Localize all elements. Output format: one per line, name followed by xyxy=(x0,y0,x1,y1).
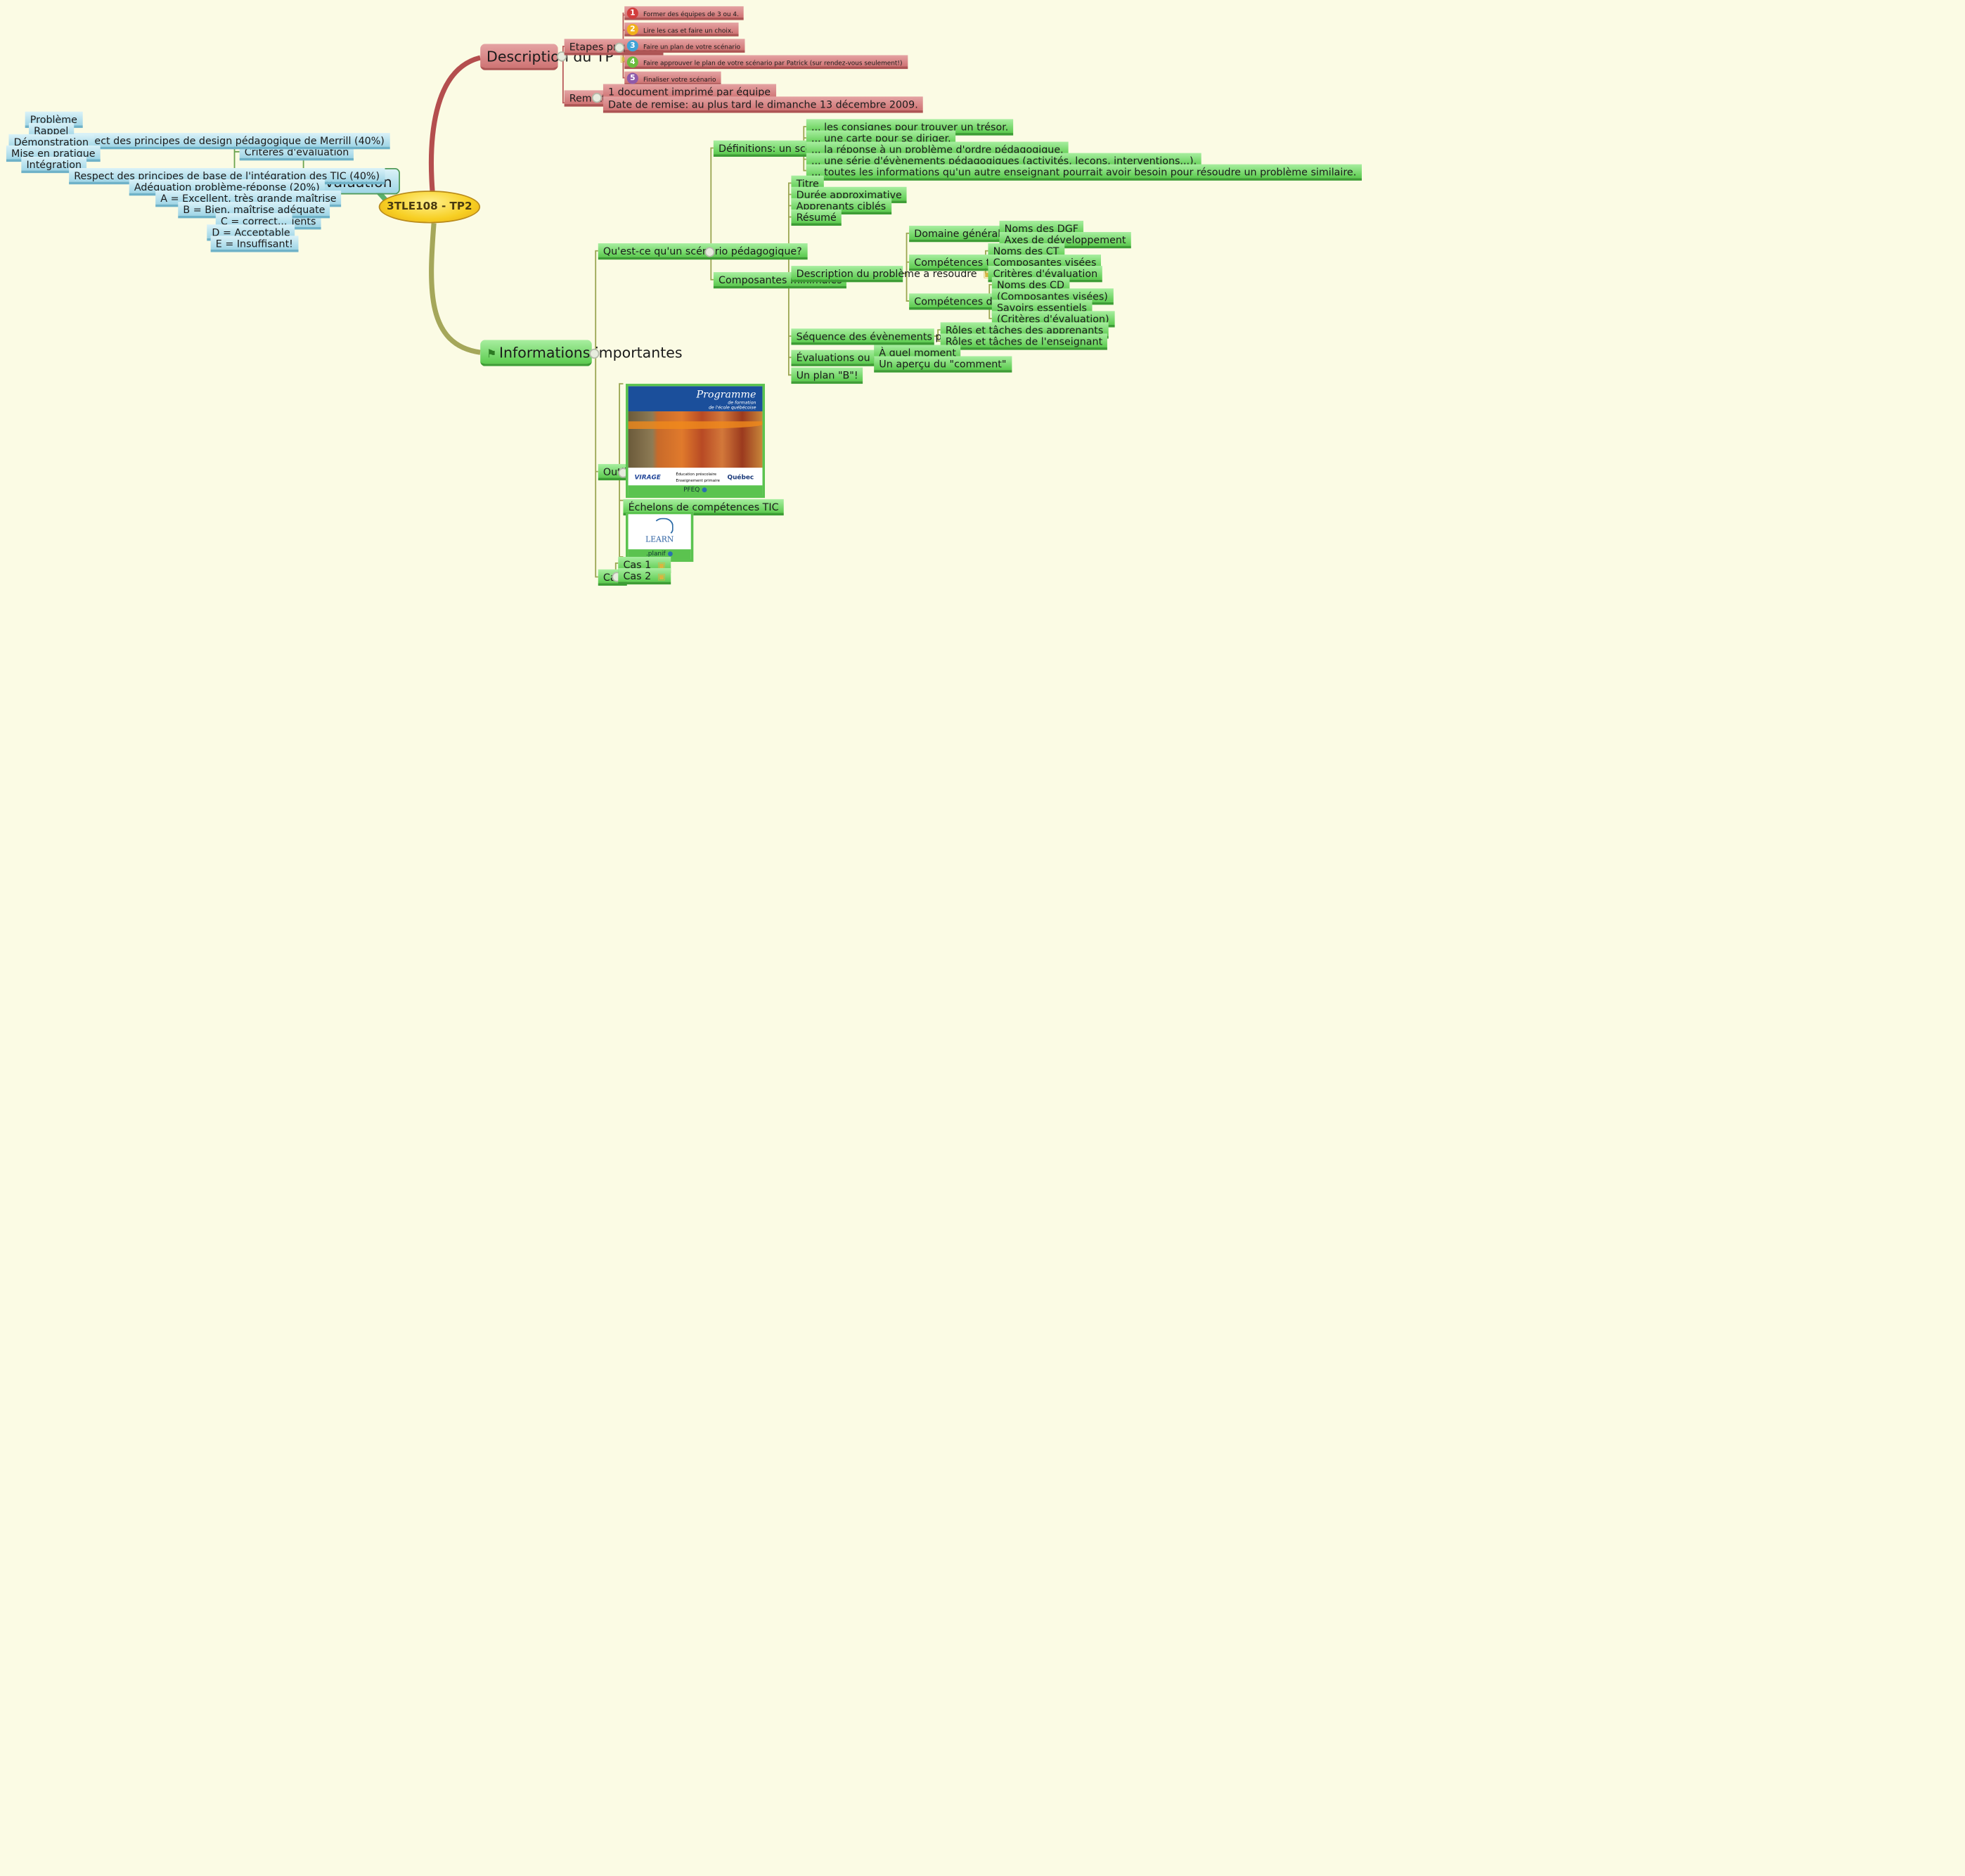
note-icon: ▣ xyxy=(620,54,629,64)
sequence-item[interactable]: Rôles et tâches de l'enseignant xyxy=(940,333,1108,350)
evaluations-item[interactable]: Un aperçu du "comment" xyxy=(874,356,1012,373)
pfeq-level1: Éducation préscolaire xyxy=(676,471,717,477)
learn-logo: LEARN xyxy=(645,535,674,545)
scenario-topic[interactable]: Qu'est-ce qu'un scénario pédagogique? xyxy=(598,243,807,260)
link-icon: ● xyxy=(702,487,707,494)
pfeq-thumbnail[interactable]: Programme de formation de l'école québéc… xyxy=(626,383,765,499)
echelons-topic[interactable]: Échelons de compétences TIC xyxy=(623,499,784,516)
collapse-toggle[interactable] xyxy=(589,348,600,359)
etape-item[interactable]: 1 Former des équipes de 3 ou 4. xyxy=(624,6,745,20)
pfeq-cover-sub2: de l'école québécoise xyxy=(708,405,756,411)
cas-item[interactable]: Cas 2 ▣ xyxy=(618,567,671,585)
note-icon: ▣ xyxy=(983,269,992,280)
pfeq-caption: PFEQ xyxy=(683,487,700,494)
definition-item[interactable]: ... toutes les informations qu'un autre … xyxy=(806,164,1362,181)
collapse-toggle[interactable] xyxy=(591,92,603,103)
central-topic[interactable]: 3TLE108 - TP2 xyxy=(378,191,481,224)
sequence-topic[interactable]: Séquence des évènements pédagogiques ou … xyxy=(791,328,1072,345)
pfeq-cover-header: Programme de formation de l'école québéc… xyxy=(628,386,763,412)
description-probleme-label: Description du problème à résoudre xyxy=(796,268,977,280)
pfeq-virage-mark: VIRAGE xyxy=(634,474,661,482)
gradient-item[interactable]: E = Insuffisant! xyxy=(210,236,299,252)
collapse-toggle[interactable] xyxy=(704,247,715,257)
description-topic[interactable]: Description du TP▣ xyxy=(480,44,629,70)
flag-icon: ⚑ xyxy=(487,348,497,361)
number-3-icon: 3 xyxy=(626,40,638,52)
pfeq-quebec-logo: Québec xyxy=(727,474,754,482)
plan-b-topic[interactable]: Un plan "B"! xyxy=(791,367,863,384)
etape-item[interactable]: 4 Faire approuver le plan de votre scénar… xyxy=(624,55,908,70)
informations-topic[interactable]: ⚑Informations importantes xyxy=(480,340,683,366)
number-1-icon: 1 xyxy=(626,7,638,19)
pfeq-cover-sub1: de formation xyxy=(728,399,756,406)
etape-label: Faire approuver le plan de votre scénari… xyxy=(643,60,903,68)
link-icon: ● xyxy=(667,551,674,558)
pfeq-photo-strip xyxy=(628,411,763,468)
pfeq-caption-bar: PFEQ ● xyxy=(628,485,763,496)
etape-item[interactable]: 3 Faire un plan de votre scénario xyxy=(624,39,746,53)
note-icon: ▣ xyxy=(657,560,666,571)
composante-item[interactable]: Résumé xyxy=(791,209,842,226)
remettre-item[interactable]: Date de remise: au plus tard le dimanche… xyxy=(603,96,923,113)
etape-label: Lire les cas et faire un choix. xyxy=(643,27,733,35)
pfeq-cover-title: Programme xyxy=(696,388,756,400)
description-probleme-topic[interactable]: Description du problème à résoudre ▣ xyxy=(791,266,991,283)
etape-item[interactable]: 5 Finaliser votre scénario xyxy=(624,71,721,86)
etape-label: Finaliser votre scénario xyxy=(643,76,716,84)
learn-bird-icon xyxy=(653,518,674,536)
merrill-topic[interactable]: Respect des principes de design pédagogi… xyxy=(65,133,390,150)
cas-item-label: Cas 2 xyxy=(623,570,652,582)
etape-label: Faire un plan de votre scénario xyxy=(643,44,741,52)
note-icon: ▣ xyxy=(657,572,666,582)
number-4-icon: 4 xyxy=(626,56,638,68)
number-5-icon: 5 xyxy=(626,72,638,84)
etape-label: Former des équipes de 3 ou 4. xyxy=(643,11,739,19)
collapse-toggle[interactable] xyxy=(614,42,625,53)
number-2-icon: 2 xyxy=(626,23,638,35)
cas-item-label: Cas 1 xyxy=(623,559,652,571)
etape-item[interactable]: 2 Lire les cas et faire un choix. xyxy=(624,23,739,37)
pfeq-orange-arc xyxy=(628,421,763,429)
planif-thumbnail[interactable]: LEARN .planif ● xyxy=(626,511,694,563)
planif-caption: .planif xyxy=(645,551,666,558)
pfeq-level2: Enseignement primaire xyxy=(676,477,720,483)
